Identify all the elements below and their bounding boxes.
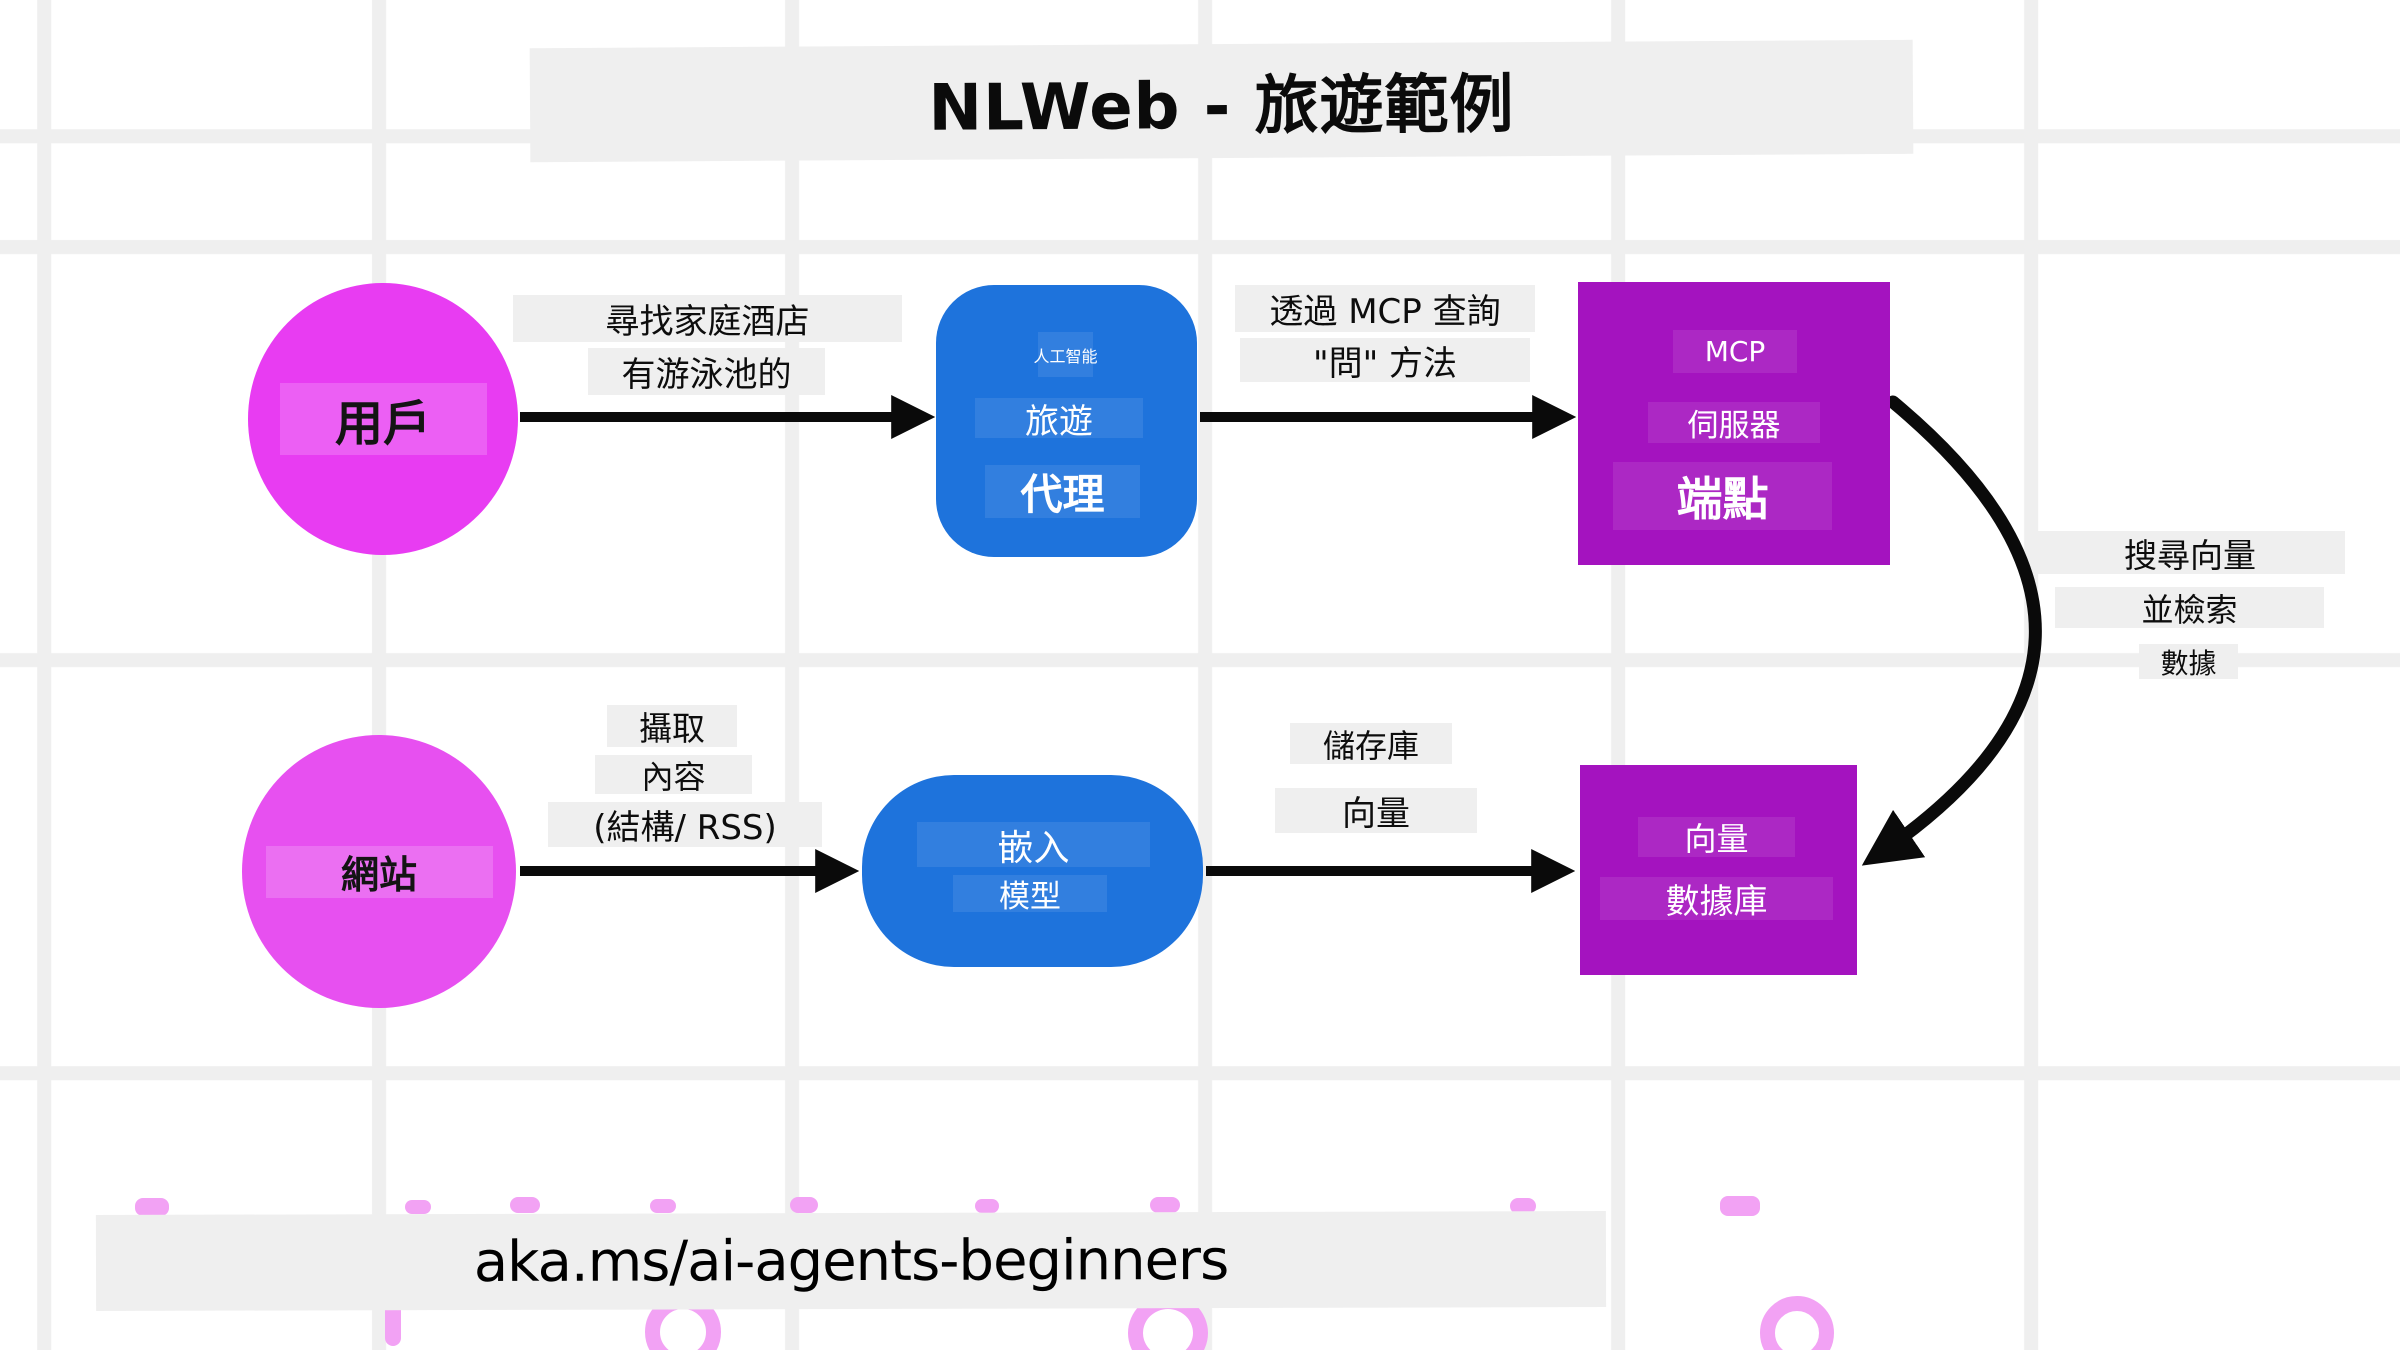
- edge-label-query-mcp: 透過 MCP 查詢: [1235, 285, 1535, 332]
- edge-label-text: (結構/ RSS): [593, 808, 777, 848]
- ghost-ink: [510, 1197, 540, 1213]
- edge-label-text: 儲存庫: [1322, 726, 1419, 765]
- node-vector-db: 向量 數據庫: [1580, 765, 1857, 975]
- node-travel-agent-subtitle-strip: 人工智能: [1034, 332, 1098, 377]
- node-user-label-strip: 用戶: [279, 383, 487, 455]
- edge-label-search-vectors: 搜尋向量: [2035, 531, 2345, 575]
- node-mcp-line3-strip: 端點: [1613, 462, 1832, 530]
- node-vectordb-line1-strip: 向量: [1638, 817, 1795, 858]
- node-embedding-line2-strip: 模型: [953, 875, 1107, 915]
- arrow-mcp-to-vectordb-curve: [1861, 395, 2042, 866]
- edge-label-text: 向量: [1342, 794, 1410, 834]
- node-mcp-line1: MCP: [1704, 335, 1766, 368]
- edge-label-with-pool: 有游泳池的: [588, 348, 825, 395]
- edge-label-find-hotel: 尋找家庭酒店: [513, 295, 902, 342]
- edge-label-ask-method: "問" 方法: [1240, 338, 1530, 384]
- edge-label-text: 透過 MCP 查詢: [1269, 292, 1501, 332]
- footer-url: aka.ms/ai-agents-beginners: [473, 1227, 1229, 1295]
- edge-label-text: 內容: [641, 757, 706, 796]
- edge-label-data: 數據: [2139, 644, 2238, 680]
- node-mcp-line1-strip: MCP: [1673, 330, 1797, 373]
- edge-label-text: 尋找家庭酒店: [605, 302, 810, 342]
- footer-banner: aka.ms/ai-agents-beginners: [95, 1211, 1607, 1311]
- ghost-ink: [790, 1197, 818, 1213]
- node-user-label: 用戶: [334, 396, 431, 452]
- edge-label-and-retrieve: 並檢索: [2055, 587, 2324, 629]
- ghost-ink: [405, 1200, 431, 1214]
- page-title: NLWeb - 旅遊範例: [928, 68, 1515, 146]
- node-website-label-strip: 網站: [265, 845, 493, 898]
- node-website: 網站: [242, 735, 516, 1008]
- edge-label-structured-rss: (結構/ RSS): [548, 802, 822, 848]
- edge-label-text: 數據: [2160, 646, 2217, 680]
- node-vectordb-line2-strip: 數據庫: [1600, 877, 1833, 922]
- node-mcp-line2: 伺服器: [1687, 408, 1781, 444]
- edge-label-vectors: 向量: [1275, 788, 1477, 834]
- node-travel-agent-line2-strip: 代理: [985, 465, 1140, 519]
- edge-label-text: 有游泳池的: [621, 355, 792, 395]
- node-embedding-line1-strip: 嵌入: [917, 822, 1150, 869]
- ghost-ink: [975, 1199, 999, 1213]
- node-travel-agent-line1-strip: 旅遊: [975, 398, 1143, 442]
- edge-label-text: "問" 方法: [1312, 343, 1458, 384]
- node-vectordb-line2: 數據庫: [1665, 882, 1768, 922]
- node-travel-agent-line1: 旅遊: [1025, 401, 1093, 442]
- node-travel-agent: 人工智能 旅遊 代理: [936, 285, 1197, 557]
- node-travel-agent-line2: 代理: [1020, 470, 1105, 519]
- ghost-ink: [135, 1198, 169, 1216]
- node-embedding-model: 嵌入 模型: [862, 775, 1203, 967]
- ghost-ink: [1510, 1198, 1536, 1214]
- node-embedding-line2: 模型: [999, 879, 1061, 915]
- edge-label-text: 搜尋向量: [2124, 535, 2256, 575]
- edge-label-ingest: 攝取: [607, 705, 737, 748]
- node-mcp-line2-strip: 伺服器: [1648, 402, 1820, 444]
- title-banner: NLWeb - 旅遊範例: [529, 39, 1914, 163]
- edge-label-text: 並檢索: [2141, 590, 2238, 629]
- edge-label-text: 攝取: [639, 709, 705, 748]
- node-embedding-line1: 嵌入: [997, 827, 1070, 869]
- edge-label-content: 內容: [595, 755, 752, 796]
- ghost-ink: [1150, 1197, 1180, 1213]
- node-user: 用戶: [248, 283, 518, 555]
- ghost-ink: [1720, 1196, 1760, 1216]
- ghost-ink: [650, 1199, 676, 1213]
- node-mcp-line3: 端點: [1676, 472, 1769, 526]
- node-website-label: 網站: [340, 853, 417, 897]
- node-mcp-server: MCP 伺服器 端點: [1578, 282, 1890, 565]
- node-vectordb-line1: 向量: [1684, 820, 1749, 858]
- edge-label-store: 儲存庫: [1290, 723, 1452, 765]
- node-travel-agent-subtitle: 人工智能: [1033, 346, 1098, 366]
